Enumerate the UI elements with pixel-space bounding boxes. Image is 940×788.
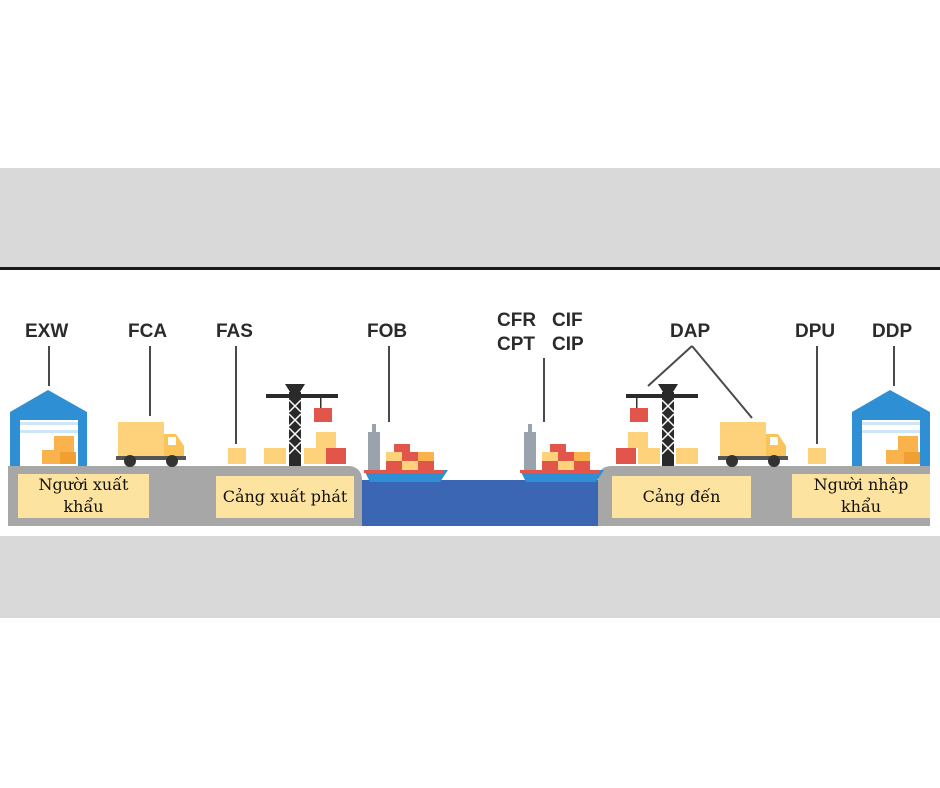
incoterm-fob: FOB: [367, 321, 408, 342]
incoterm-dap: DAP: [670, 321, 711, 342]
crane-icon-left: [264, 384, 346, 466]
warehouse-icon-right: [852, 390, 930, 466]
label-exporter: Người xuất khẩu: [18, 474, 149, 518]
top-gray-band: [0, 168, 940, 268]
incoterm-cif: CIF: [552, 310, 583, 331]
truck-icon-right: [718, 422, 788, 467]
sea: [362, 480, 598, 526]
incoterm-cip: CIP: [552, 334, 584, 355]
incoterm-cfr: CFR: [497, 310, 537, 331]
divider-line: [0, 267, 940, 270]
truck-icon-left: [116, 422, 186, 467]
incoterm-ddp: DDP: [872, 321, 913, 342]
container-ship-icon-right: [520, 424, 604, 482]
warehouse-icon-left: [10, 390, 87, 466]
label-departure-port: Cảng xuất phát: [216, 476, 354, 518]
incoterm-fca: FCA: [128, 321, 168, 342]
package-icon-dpu: [808, 448, 826, 464]
container-ship-icon-left: [364, 424, 448, 482]
leader-lines: [48, 345, 895, 444]
label-arrival-port: Cảng đến: [612, 476, 751, 518]
bottom-gray-band: [0, 536, 940, 618]
crane-icon-right: [616, 384, 698, 466]
incoterm-exw: EXW: [25, 321, 69, 342]
label-importer: Người nhập khẩu: [792, 474, 930, 518]
incoterm-cpt: CPT: [497, 334, 535, 355]
incoterm-fas: FAS: [216, 321, 253, 342]
incoterm-dpu: DPU: [795, 321, 836, 342]
package-icon-fas: [228, 448, 246, 464]
